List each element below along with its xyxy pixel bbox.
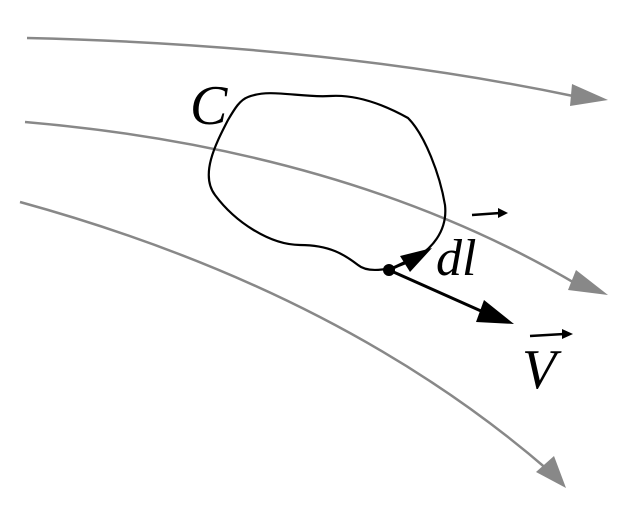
label-dl: dl: [436, 230, 476, 287]
v-arrowhead: [476, 300, 514, 324]
dl-arrowhead: [400, 248, 432, 272]
streamline-1-arrowhead: [570, 84, 608, 106]
dl-overarrow-head: [498, 208, 508, 218]
streamline-1: [26, 36, 579, 99]
streamline-3-arrowhead: [536, 456, 566, 488]
label-c: C: [190, 75, 228, 137]
v-overarrow-head: [562, 329, 573, 339]
v-overarrow: [529, 332, 565, 338]
streamline-2-arrowhead: [568, 270, 608, 295]
streamline-3: [19, 200, 549, 471]
label-v: V: [522, 339, 562, 401]
dl-overarrow: [471, 211, 501, 217]
streamline-2: [24, 120, 579, 287]
contour-c: [207, 92, 447, 271]
v-vector: [388, 268, 491, 317]
